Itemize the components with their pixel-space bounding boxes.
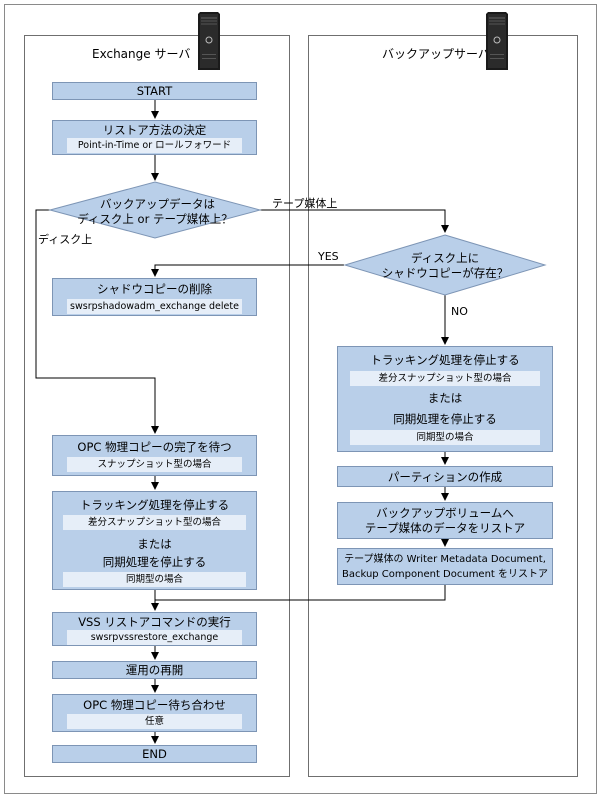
step-end: END [52, 745, 257, 763]
decision-data-text-1: バックアップデータは [100, 197, 215, 211]
decision-shadow-text-2: シャドウコピーが存在？ [381, 266, 509, 280]
decision-shadow-copy [343, 234, 547, 296]
step-restore-metadata: テープ媒体の Writer Metadata Document, Backup … [337, 548, 553, 585]
step-stop-tracking-backup: トラッキング処理を停止する 差分スナップショット型の場合 または 同期処理を停止… [337, 346, 553, 452]
step-restore-method: リストア方法の決定 Point-in-Time or ロールフォワード [52, 120, 257, 155]
step-wait-opc-copy: OPC 物理コピーの完了を待つ スナップショット型の場合 [52, 435, 257, 476]
step-start: START [52, 82, 257, 100]
step-stop-tracking-exchange: トラッキング処理を停止する 差分スナップショット型の場合 または 同期処理を停止… [52, 491, 257, 590]
diagram-frame [4, 4, 597, 794]
step-create-partition: パーティションの作成 [337, 466, 553, 487]
step-opc-copy-wait: OPC 物理コピー待ち合わせ 任意 [52, 694, 257, 732]
lane-title-exchange: Exchange サーバ [92, 47, 191, 61]
step-vss-restore: VSS リストアコマンドの実行 swsrpvssrestore_exchange [52, 612, 257, 646]
step-delete-shadow-copy: シャドウコピーの削除 swsrpshadowadm_exchange delet… [52, 278, 257, 316]
decision-shadow-text-1: ディスク上に [410, 251, 480, 265]
step-resume-operation: 運用の再開 [52, 661, 257, 679]
lane-title-backup: バックアップサーバ [382, 47, 490, 61]
label-no: NO [451, 305, 468, 318]
server-icon [198, 12, 220, 70]
step-restore-tape-data: バックアップボリュームへ テープ媒体のデータをリストア [337, 502, 553, 539]
decision-data-location [48, 181, 262, 239]
label-disk: ディスク上 [38, 233, 93, 246]
server-icon [486, 12, 508, 70]
label-tape: テープ媒体上 [272, 197, 338, 210]
label-yes: YES [318, 250, 339, 263]
decision-data-text-2: ディスク上 or テープ媒体上？ [77, 212, 233, 226]
